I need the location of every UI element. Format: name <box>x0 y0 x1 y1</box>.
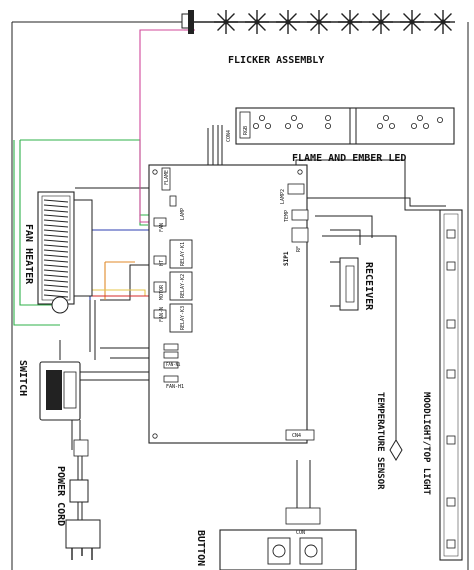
moodlight-led <box>446 435 456 445</box>
switch-rocker <box>46 370 62 410</box>
board-ht: HT <box>159 260 165 266</box>
board-fan-n1: FAN-N1 <box>166 362 181 367</box>
led-dot <box>324 123 331 130</box>
label-power-cord: POWER CORD <box>55 466 66 526</box>
led-dots <box>252 115 443 130</box>
relay-k1 <box>169 239 193 269</box>
moodlight-strip <box>439 209 463 561</box>
board-cn4: CN4 <box>292 433 301 439</box>
led-strip-body <box>235 107 455 145</box>
moodlight-led <box>446 319 456 329</box>
moodlight-led <box>446 261 456 271</box>
board-temp: TEMP <box>284 210 290 222</box>
board-fan-h1: FAN-H1 <box>166 384 184 390</box>
led-dot <box>436 117 443 124</box>
led-dot <box>422 123 429 130</box>
flicker-blade <box>245 10 269 34</box>
flicker-blade <box>276 10 300 34</box>
board-fan-n: FAN-N <box>159 307 165 322</box>
moodlight-led <box>446 229 456 239</box>
control-board: FLAME LAMP FAN HT MOTOR FAN-N RELAY-K1 R… <box>148 164 315 444</box>
label-temperature-sensor: TEMPERATURE SENSOR <box>375 392 385 490</box>
label-flicker-assembly: FLICKER ASSEMBLY <box>228 55 324 66</box>
flicker-blade <box>369 10 393 34</box>
flicker-blade <box>338 10 362 34</box>
flicker-blade <box>214 10 238 34</box>
flicker-assembly: FLICKER ASSEMBLY <box>181 10 455 66</box>
fan-heater-body <box>37 191 75 305</box>
board-lamp2: LAMP2 <box>280 189 286 204</box>
fan-fins <box>43 199 69 298</box>
plug-body <box>65 519 101 549</box>
flicker-blade <box>307 10 331 34</box>
flicker-blade <box>431 10 455 34</box>
moodlight-led <box>446 369 456 379</box>
sensor-body <box>389 439 403 461</box>
board-fan-small: FAN <box>159 223 165 232</box>
moodlight: MOODLIGHT/TOP LIGHT <box>421 209 463 561</box>
fan-hub <box>51 296 69 314</box>
moodlight-led <box>446 539 456 549</box>
label-fan-heater: FAN HEATER <box>23 224 34 285</box>
relay-k1-label: RELAY-K1 <box>180 242 186 266</box>
temperature-sensor: TEMPERATURE SENSOR <box>375 392 403 490</box>
led-strip-tag: RGB <box>243 126 249 135</box>
flicker-blade <box>400 10 424 34</box>
board-rf: RF <box>296 246 302 252</box>
board-motor: MOTOR <box>159 284 165 300</box>
flicker-motor-body <box>188 10 194 34</box>
led-dot <box>252 123 259 130</box>
relay-k3-label: RELAY-K3 <box>180 306 186 330</box>
flame-ember-led: RGB CON4 FLAME AND EMBER LED <box>226 107 455 164</box>
label-flame-ember-led: FLAME AND EMBER LED <box>292 153 406 164</box>
label-receiver: RECEIVER <box>363 262 374 311</box>
board-flame-label: FLAME <box>164 170 170 185</box>
led-dot <box>416 115 423 122</box>
flicker-blades <box>214 10 455 34</box>
led-dot <box>376 123 383 130</box>
led-dot <box>264 123 271 130</box>
label-moodlight: MOODLIGHT/TOP LIGHT <box>421 392 431 496</box>
led-dot <box>324 115 331 122</box>
label-switch: SWITCH <box>17 360 28 396</box>
rocker-switch: SWITCH <box>17 360 81 421</box>
fan-motor <box>73 199 93 297</box>
led-dot <box>296 123 303 130</box>
led-dot <box>388 123 395 130</box>
relay-k2-label: RELAY-K2 <box>180 274 186 298</box>
moodlight-leds <box>446 229 456 549</box>
button-panel: CON BUTTON <box>195 507 357 570</box>
relay-k3 <box>169 303 193 333</box>
led-dot <box>410 123 417 130</box>
label-button: BUTTON <box>195 530 206 566</box>
colored-wires <box>13 29 195 326</box>
led-connector-label: CON4 <box>226 130 232 142</box>
board-lamp-label: LAMP <box>180 208 186 220</box>
led-dot <box>382 115 389 122</box>
led-dot <box>258 115 265 122</box>
button-tag: CON <box>296 530 305 536</box>
fan-heater: FAN HEATER <box>23 191 93 314</box>
led-dot <box>284 123 291 130</box>
moodlight-led <box>446 497 456 507</box>
receiver: RECEIVER <box>330 257 374 311</box>
board-sip1: SIP1 <box>283 251 290 266</box>
power-cord: POWER CORD <box>55 439 101 560</box>
led-dot <box>290 115 297 122</box>
relay-k2 <box>169 271 193 301</box>
